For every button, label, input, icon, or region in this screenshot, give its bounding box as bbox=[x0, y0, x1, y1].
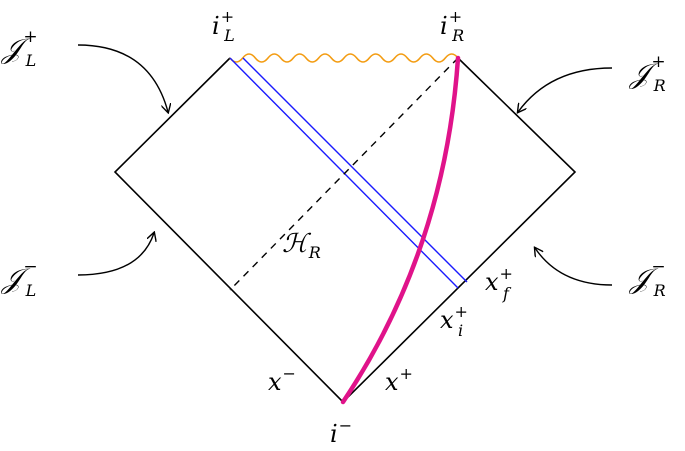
label-x-minus: x− bbox=[268, 364, 296, 396]
null-shell-x-plus-f bbox=[242, 57, 468, 283]
label-i-plus-R: i+R bbox=[440, 7, 464, 45]
label-scri-minus-R: 𝒥−R bbox=[628, 257, 666, 300]
label-horizon-H-R: ℋR bbox=[282, 229, 321, 262]
label-x-plus: x+ bbox=[385, 364, 413, 396]
label-i-plus-L: i+L bbox=[212, 7, 235, 45]
arrow-scri-plus-R bbox=[518, 67, 613, 112]
label-x-plus-f: x+f bbox=[485, 264, 513, 303]
spacetime-boundary bbox=[113, 57, 577, 404]
label-x-plus-i: x+i bbox=[440, 302, 468, 340]
worldline-curve bbox=[340, 55, 461, 405]
singularity-wavy-line bbox=[229, 53, 459, 63]
arrow-scri-minus-R bbox=[535, 248, 613, 286]
label-scri-minus-L: 𝒥−L bbox=[0, 257, 38, 300]
label-scri-plus-L: 𝒥+L bbox=[0, 27, 38, 70]
null-shell-x-plus-i bbox=[229, 57, 459, 289]
label-scri-plus-R: 𝒥+R bbox=[628, 52, 666, 95]
event-horizon-line bbox=[229, 57, 459, 291]
arrow-scri-plus-L bbox=[77, 44, 168, 112]
arrow-scri-minus-L bbox=[77, 233, 154, 276]
label-i-minus: i− bbox=[330, 416, 352, 448]
